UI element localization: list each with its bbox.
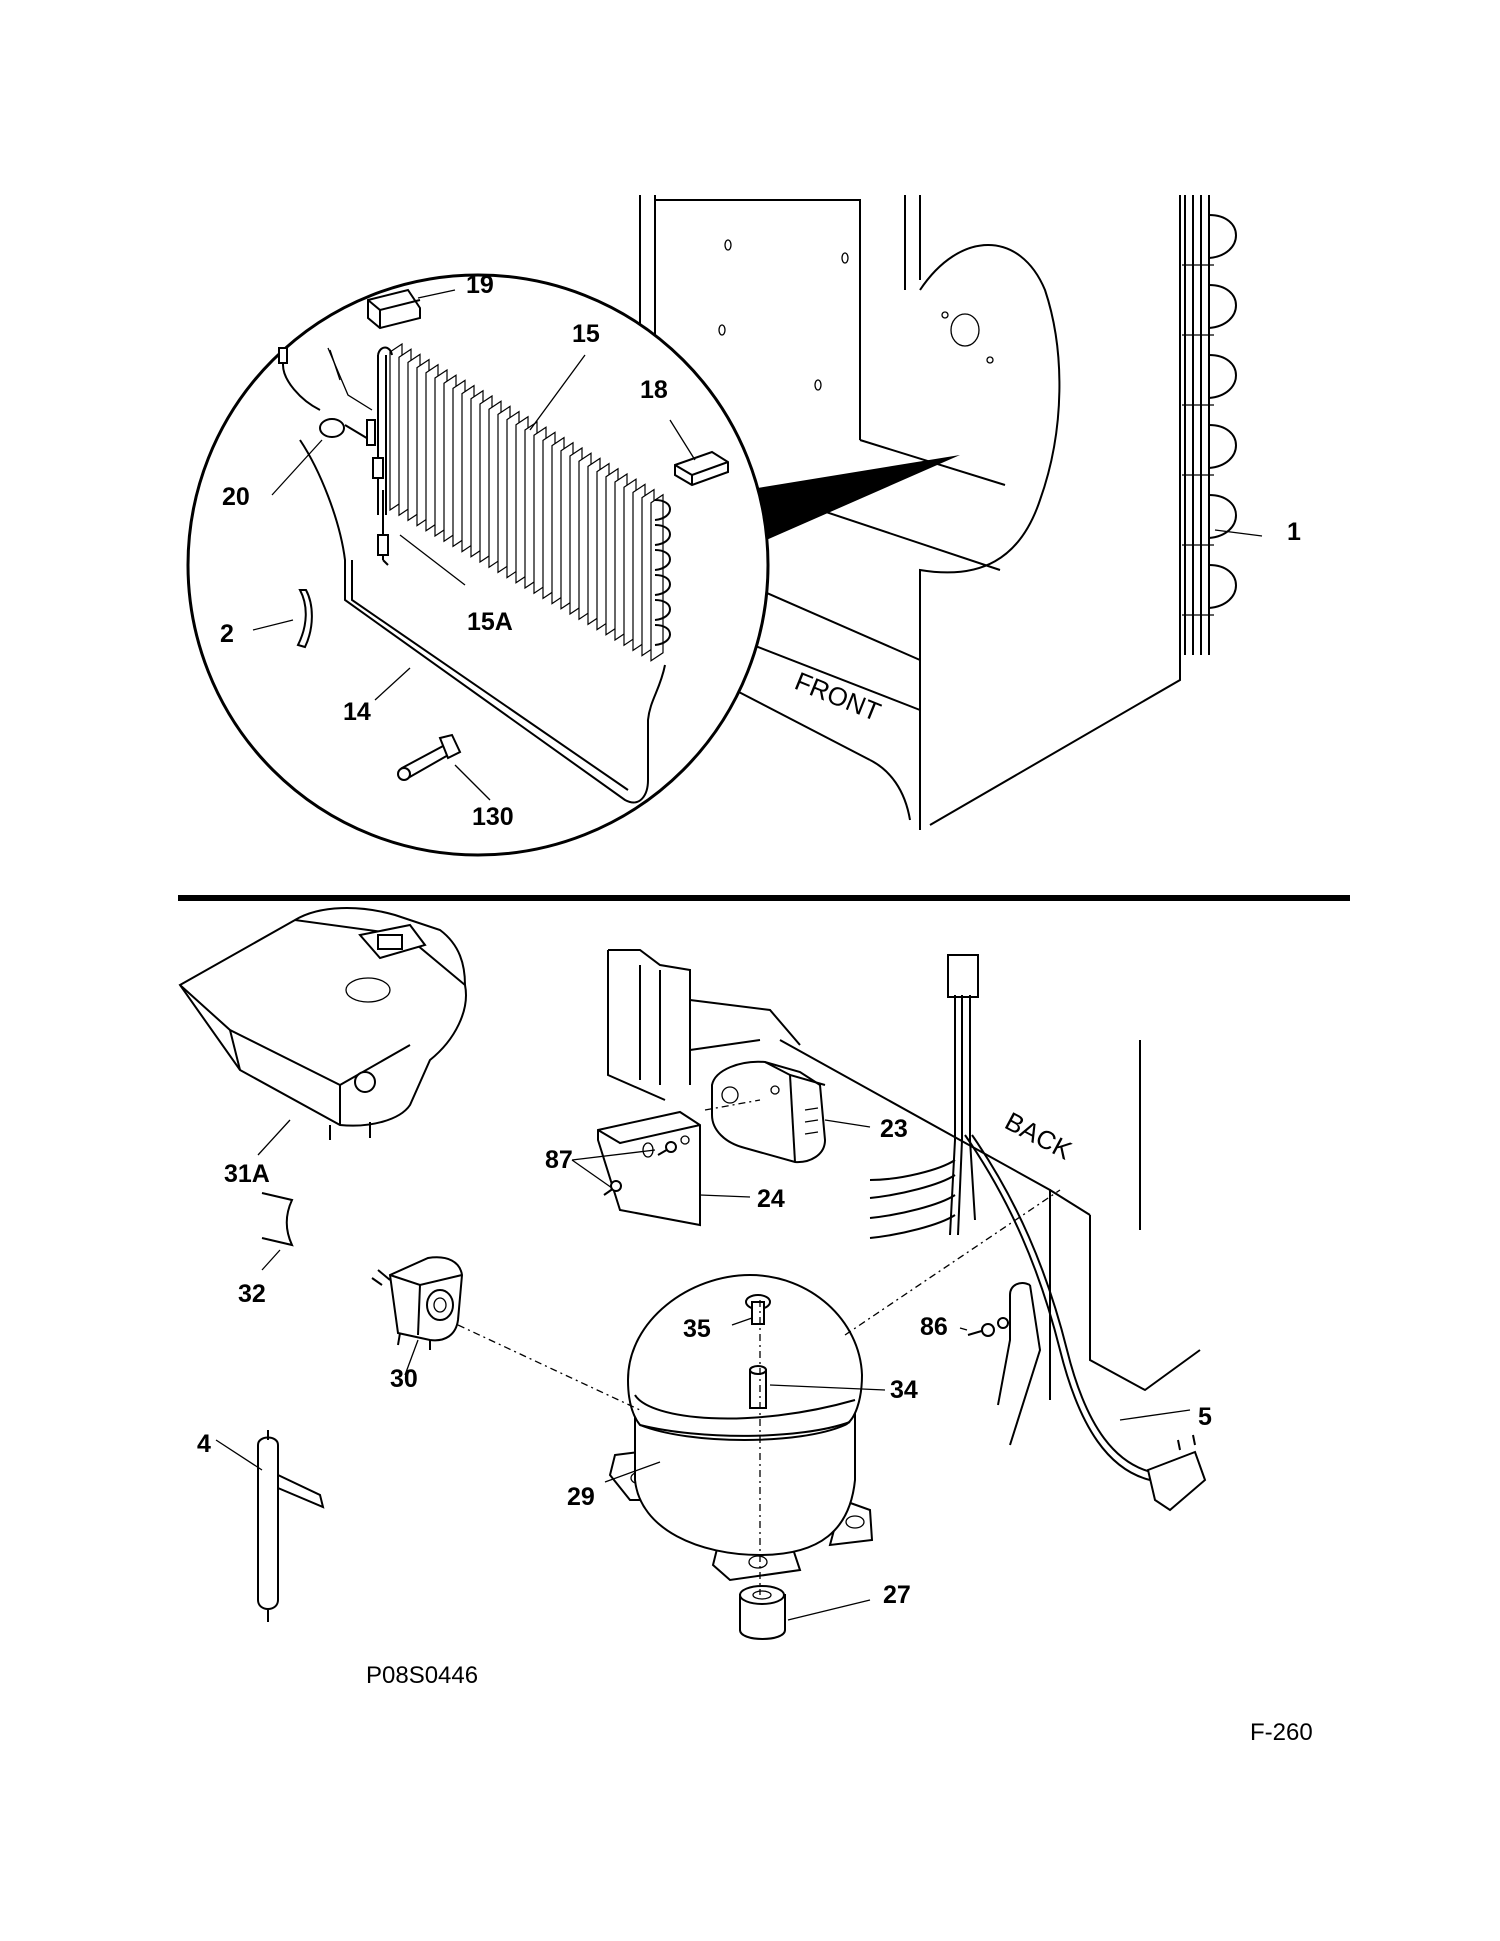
top-leader-lines [252, 289, 1263, 801]
callout-24: 24 [757, 1185, 785, 1213]
callout-32: 32 [238, 1280, 266, 1308]
grommet-35 [745, 1294, 771, 1325]
callout-29: 29 [567, 1483, 595, 1511]
page-code: F-260 [1250, 1719, 1313, 1746]
screw-86 [967, 1317, 1009, 1337]
cabinet-back-lower [607, 949, 1201, 1400]
compressor [608, 1273, 874, 1582]
evaporator [389, 342, 664, 662]
callout-20: 20 [222, 483, 250, 511]
evaporator-coil [377, 346, 671, 646]
cabinet-interior [639, 195, 1181, 830]
assembly-lines [457, 1099, 1061, 1595]
magnified-detail-circle [186, 273, 770, 857]
screws-87 [603, 1141, 677, 1196]
drain-pan-assembly [178, 907, 467, 1140]
defrost-thermostat [278, 347, 389, 566]
drain-plug [397, 733, 462, 781]
section-divider [178, 895, 1350, 901]
callout-15: 15 [572, 320, 600, 348]
zoom-wedge [745, 455, 960, 545]
compressor-relay [371, 1256, 464, 1350]
bracket-side [674, 450, 729, 487]
ground-wire [997, 1282, 1042, 1446]
callout-30: 30 [390, 1365, 418, 1393]
back-label: BACK [1000, 1106, 1077, 1166]
retainer-clip [296, 589, 313, 649]
defrost-heater [299, 439, 666, 804]
callout-87: 87 [545, 1146, 573, 1174]
callout-35: 35 [683, 1315, 711, 1343]
defrost-timer [711, 1060, 827, 1164]
callout-14: 14 [343, 698, 371, 726]
callout-130: 130 [472, 803, 514, 831]
bottom-leader-lines [215, 1119, 1191, 1621]
callout-86: 86 [920, 1313, 948, 1341]
spring-clip [261, 1192, 294, 1247]
callout-1: 1 [1287, 518, 1301, 546]
callout-4: 4 [197, 1430, 211, 1458]
timer-mounting-bracket [597, 1110, 701, 1227]
callout-23: 23 [880, 1115, 908, 1143]
front-label: FRONT [791, 666, 885, 727]
callout-5: 5 [1198, 1403, 1212, 1431]
condenser-coil [1182, 195, 1237, 655]
bracket-top [367, 288, 421, 330]
drawing-id: P08S0446 [366, 1662, 478, 1689]
power-cord [964, 1134, 1207, 1512]
filter-drier [257, 1430, 325, 1622]
wiring-harness [869, 954, 979, 1239]
sleeve-34 [749, 1365, 767, 1409]
callout-2: 2 [220, 620, 234, 648]
callout-34: 34 [890, 1376, 918, 1404]
grommet-27 [739, 1585, 786, 1640]
callout-19: 19 [466, 271, 494, 299]
callout-31a: 31A [224, 1160, 270, 1188]
callout-18: 18 [640, 376, 668, 404]
callout-15a: 15A [467, 608, 513, 636]
callout-27: 27 [883, 1581, 911, 1609]
